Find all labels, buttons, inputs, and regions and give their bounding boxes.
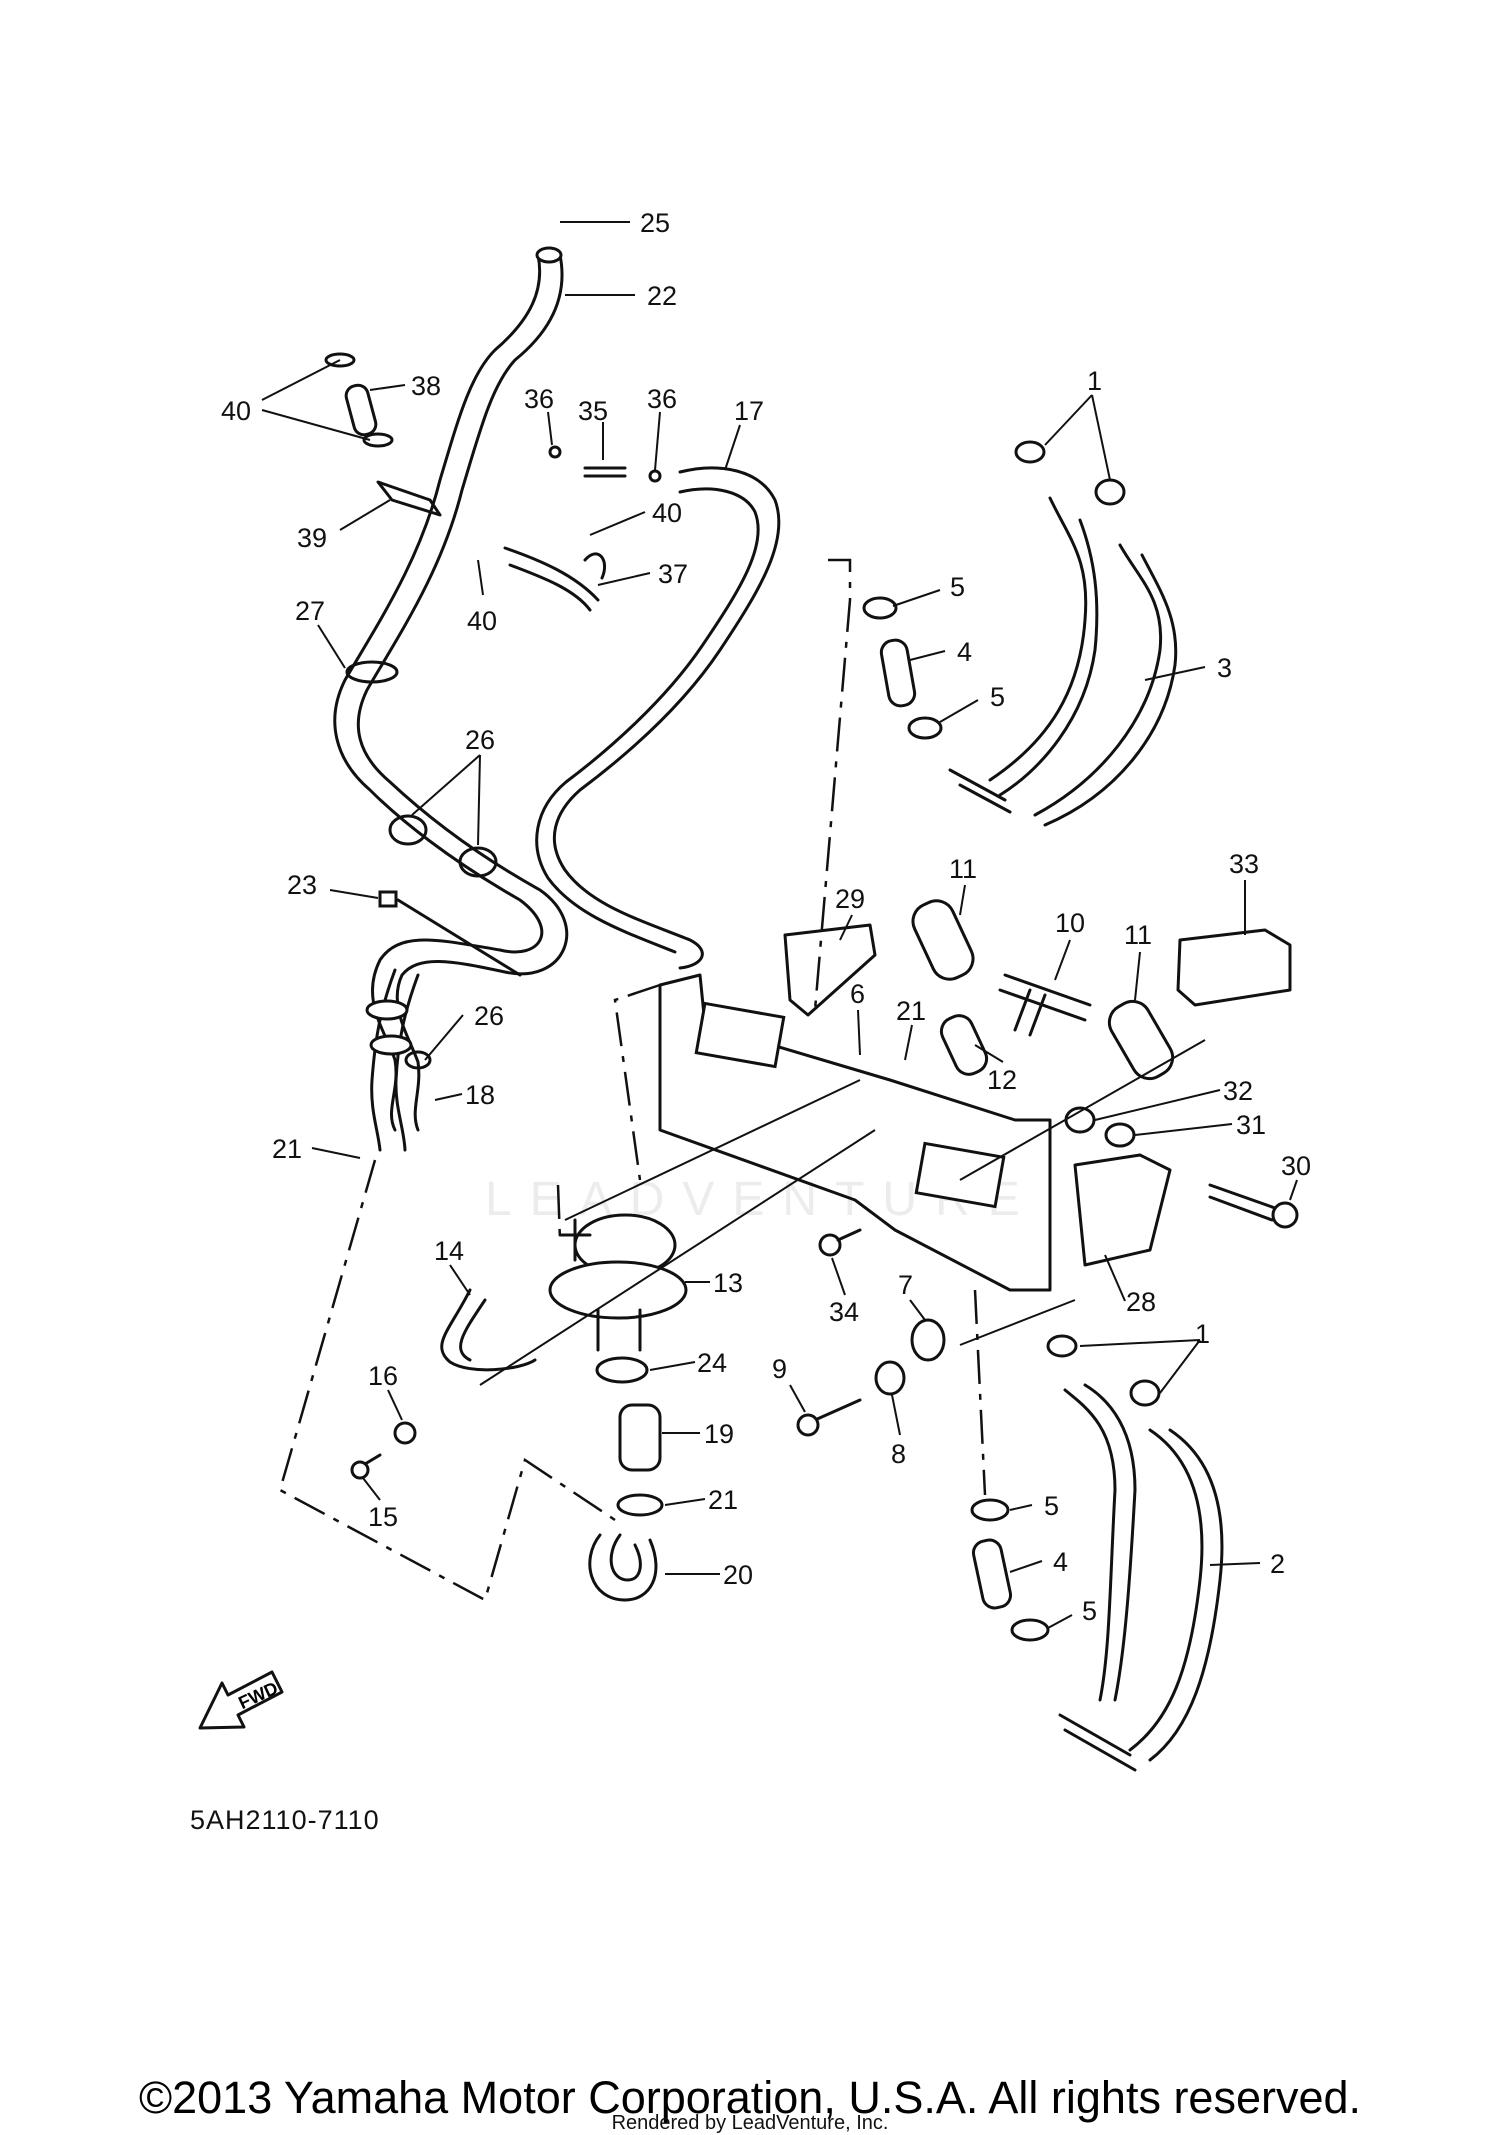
collar-16: [393, 1421, 417, 1445]
callout-15: 15: [368, 1502, 398, 1532]
copyright-notice: ©2013 Yamaha Motor Corporation, U.S.A. A…: [138, 2072, 1362, 2123]
callout-4: 4: [1053, 1547, 1068, 1577]
callouts: 25 22 38 40 39 36 35 36 17 40 37 40 27 1…: [221, 208, 1311, 1626]
callout-35: 35: [578, 396, 608, 426]
callout-26: 26: [465, 725, 495, 755]
fwd-label: FWD: [235, 1678, 281, 1713]
hose-4-lower: [971, 1538, 1013, 1610]
plate-6: [658, 973, 1052, 1292]
tube-11-right: [1107, 999, 1175, 1081]
callout-4: 4: [957, 637, 972, 667]
callout-7: 7: [898, 1270, 913, 1300]
callout-12: 12: [987, 1065, 1017, 1095]
tee-10: [998, 973, 1092, 1037]
reference-lines: [278, 558, 1206, 1602]
callout-31: 31: [1236, 1110, 1266, 1140]
callout-21: 21: [896, 996, 926, 1026]
callout-40: 40: [652, 498, 682, 528]
hose-19: [618, 1403, 662, 1472]
bolt-30: [1208, 1183, 1299, 1229]
callout-14: 14: [434, 1236, 464, 1266]
callout-13: 13: [713, 1268, 743, 1298]
hose-22: [333, 246, 569, 1132]
callout-21: 21: [272, 1134, 302, 1164]
pipe-3: [948, 440, 1178, 827]
hose-17: [535, 466, 781, 970]
callout-25: 25: [640, 208, 670, 238]
hose-4-upper: [879, 638, 917, 708]
clamp-24: [595, 1356, 649, 1384]
callout-5: 5: [950, 572, 965, 602]
small-hose-38: [324, 352, 394, 448]
bolt-9: [796, 1398, 862, 1437]
callout-30: 30: [1281, 1151, 1311, 1181]
bracket-28: [1073, 1153, 1172, 1267]
callout-5: 5: [990, 682, 1005, 712]
callout-5: 5: [1082, 1596, 1097, 1626]
callout-21: 21: [708, 1485, 738, 1515]
clamp-5-upper: [862, 596, 943, 740]
bracket-33: [1176, 928, 1292, 1007]
washer-31: [1104, 1122, 1136, 1148]
callout-37: 37: [658, 559, 688, 589]
callout-8: 8: [891, 1439, 906, 1469]
fwd-arrow-icon: FWD: [198, 1670, 284, 1730]
bracket-29: [783, 923, 877, 1017]
callout-36: 36: [524, 384, 554, 414]
callout-36: 36: [647, 384, 677, 414]
tube-11-left: [911, 899, 975, 981]
callout-20: 20: [723, 1560, 753, 1590]
callout-18: 18: [465, 1080, 495, 1110]
bolt-15: [350, 1453, 382, 1480]
callout-1: 1: [1087, 366, 1102, 396]
clamp-27: [345, 660, 399, 684]
callout-33: 33: [1229, 849, 1259, 879]
hose-37: [503, 546, 607, 612]
rendered-by-notice: Rendered by LeadVenture, Inc.: [611, 2112, 889, 2134]
wire-23: [378, 890, 522, 977]
callout-9: 9: [772, 1354, 787, 1384]
callout-27: 27: [295, 596, 325, 626]
callout-22: 22: [647, 281, 677, 311]
callout-17: 17: [734, 396, 764, 426]
grommet-7: [910, 1318, 946, 1362]
diagram-code: 5AH2110-7110: [190, 1805, 380, 1835]
callout-29: 29: [835, 884, 865, 914]
clamp-21-lower: [616, 1493, 664, 1517]
callout-38: 38: [411, 371, 441, 401]
bracket-14: [440, 1288, 537, 1372]
leader-lines: [261, 221, 1298, 1629]
callout-3: 3: [1217, 653, 1232, 683]
hose-20: [588, 1533, 658, 1602]
clamp-5-lower: [970, 1498, 1050, 1642]
callout-5: 5: [1044, 1491, 1059, 1521]
fitting-39: [376, 480, 442, 517]
fitting-35: [548, 445, 662, 483]
callout-11: 11: [949, 854, 977, 884]
tube-12: [939, 1014, 989, 1076]
callout-10: 10: [1055, 908, 1085, 938]
callout-19: 19: [704, 1419, 734, 1449]
callout-39: 39: [297, 523, 327, 553]
pipe-2: [1046, 1334, 1224, 1772]
callout-34: 34: [829, 1297, 859, 1327]
hose-lower-left: [365, 968, 420, 1152]
clamp-26: [388, 814, 498, 1070]
callout-40: 40: [467, 606, 497, 636]
callout-32: 32: [1223, 1076, 1253, 1106]
callout-2: 2: [1270, 1549, 1285, 1579]
collar-8: [874, 1360, 906, 1396]
callout-26: 26: [474, 1001, 504, 1031]
regulator-13: [548, 1213, 688, 1352]
callout-28: 28: [1126, 1287, 1156, 1317]
callout-24: 24: [697, 1348, 727, 1378]
callout-16: 16: [368, 1361, 398, 1391]
bolt-34: [818, 1228, 862, 1257]
callout-1: 1: [1195, 1319, 1210, 1349]
callout-40: 40: [221, 396, 251, 426]
callout-11: 11: [1124, 920, 1152, 950]
callout-23: 23: [287, 870, 317, 900]
callout-6: 6: [850, 979, 865, 1009]
